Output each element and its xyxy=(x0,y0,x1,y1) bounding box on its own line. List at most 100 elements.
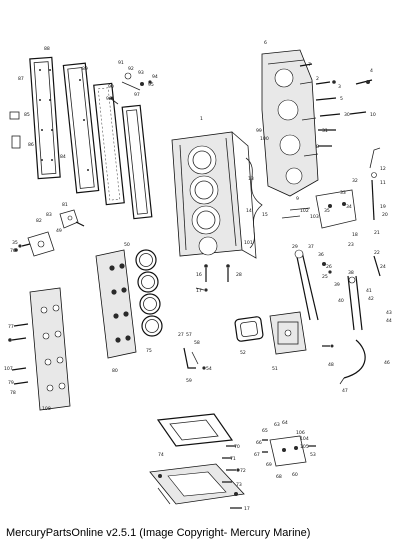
callout-76: 76 xyxy=(10,248,16,254)
callout-63: 63 xyxy=(274,422,280,428)
callout-12: 12 xyxy=(380,166,386,172)
callout-11: 11 xyxy=(380,180,386,186)
callout-31: 31 xyxy=(322,128,328,134)
exhaust-cover-gasket[interactable] xyxy=(93,82,125,206)
callout-85: 85 xyxy=(24,112,30,118)
callout-54: 54 xyxy=(206,366,212,372)
callout-20: 20 xyxy=(382,212,388,218)
callout-6: 6 xyxy=(264,40,267,46)
callout-67: 67 xyxy=(254,452,260,458)
callout-3: 3 xyxy=(338,84,341,90)
callout-5: 5 xyxy=(340,96,343,102)
right-rods[interactable] xyxy=(294,249,381,331)
callout-32: 32 xyxy=(352,178,358,184)
callout-28: 28 xyxy=(236,272,242,278)
callout-88: 88 xyxy=(44,46,50,52)
callout-27: 27 xyxy=(178,332,184,338)
callout-10: 10 xyxy=(370,112,376,118)
callout-102: 102 xyxy=(300,208,309,214)
callout-71: 71 xyxy=(230,456,236,462)
adapter-plate[interactable] xyxy=(149,463,245,505)
callout-81: 81 xyxy=(62,202,68,208)
callout-107: 107 xyxy=(4,366,13,372)
callout-77: 77 xyxy=(8,324,14,330)
callout-89: 89 xyxy=(82,66,88,72)
callout-87: 87 xyxy=(18,76,24,82)
callout-100: 100 xyxy=(260,136,269,142)
reed-block-housing[interactable] xyxy=(269,311,307,355)
callout-33: 33 xyxy=(340,190,346,196)
callout-65: 65 xyxy=(262,428,268,434)
callout-80: 80 xyxy=(112,368,118,374)
callout-51: 51 xyxy=(272,366,278,372)
callout-60: 60 xyxy=(292,472,298,478)
shift-clip[interactable] xyxy=(183,347,206,370)
water-jacket-cover[interactable] xyxy=(29,287,71,411)
callout-93: 93 xyxy=(138,70,144,76)
callout-13: 13 xyxy=(248,176,254,182)
crank-fitting[interactable] xyxy=(369,147,381,221)
callout-4: 4 xyxy=(370,68,373,74)
callout-2: 2 xyxy=(316,76,319,82)
callout-103: 103 xyxy=(310,214,319,220)
callout-64: 64 xyxy=(282,420,288,426)
callout-96: 96 xyxy=(106,96,112,102)
callout-83: 83 xyxy=(46,212,52,218)
cylinder-head-gasket-large[interactable] xyxy=(29,56,61,180)
callout-29: 29 xyxy=(292,244,298,250)
callout-19: 19 xyxy=(380,204,386,210)
callout-70: 70 xyxy=(234,444,240,450)
adapter-plate-gasket[interactable] xyxy=(156,413,234,447)
callout-30: 30 xyxy=(344,112,350,118)
callout-92: 92 xyxy=(128,66,134,72)
reed-block-gasket[interactable] xyxy=(234,316,264,342)
callout-42: 42 xyxy=(368,296,374,302)
exploded-parts-diagram: 88 87 89 90 91 92 93 94 95 96 97 86 85 8… xyxy=(4,40,392,512)
throttle-linkage-bracket[interactable] xyxy=(281,189,357,229)
callout-26: 26 xyxy=(326,264,332,270)
small-fitting-right[interactable] xyxy=(322,344,334,348)
bracket-cluster-bottom-right[interactable] xyxy=(262,435,316,467)
callout-72: 72 xyxy=(240,468,246,474)
callout-44: 44 xyxy=(386,318,392,324)
callout-25: 25 xyxy=(322,274,328,280)
callout-69: 69 xyxy=(266,462,272,468)
crankcase-cover[interactable] xyxy=(261,49,319,197)
pin-pair[interactable] xyxy=(195,264,230,292)
callout-8: 8 xyxy=(316,144,319,150)
callout-38: 38 xyxy=(348,270,354,276)
callout-79: 79 xyxy=(8,380,14,386)
callout-1: 1 xyxy=(200,116,203,122)
callout-59: 59 xyxy=(186,378,192,384)
callout-58: 58 xyxy=(194,340,200,346)
callout-24: 24 xyxy=(380,264,386,270)
callout-50: 50 xyxy=(124,242,130,248)
temperature-sensor[interactable] xyxy=(59,209,85,229)
callout-99: 99 xyxy=(256,128,262,134)
callout-23: 23 xyxy=(348,242,354,248)
head-gasket-rings[interactable] xyxy=(135,249,163,337)
bottom-bolts[interactable] xyxy=(222,445,242,509)
thermostat-housing[interactable] xyxy=(14,231,55,257)
callout-74: 74 xyxy=(158,452,164,458)
cylinder-head[interactable] xyxy=(95,249,137,359)
cover-bolts[interactable] xyxy=(8,323,29,385)
callout-97: 97 xyxy=(134,92,140,98)
exhaust-cover-outer[interactable] xyxy=(62,62,100,194)
callout-78: 78 xyxy=(10,390,16,396)
callout-35b: 35 xyxy=(12,240,18,246)
callout-57: 57 xyxy=(186,332,192,338)
callout-17: 17 xyxy=(196,288,202,294)
exhaust-divider-plate[interactable] xyxy=(121,104,153,220)
callout-17b: 17 xyxy=(244,506,250,512)
small-plate-part[interactable] xyxy=(9,111,21,149)
right-bolts-column[interactable] xyxy=(299,63,373,147)
fitting-cluster-top[interactable] xyxy=(109,72,152,105)
cylinder-block[interactable] xyxy=(171,131,257,259)
callout-15: 15 xyxy=(262,212,268,218)
callout-37: 37 xyxy=(308,244,314,250)
callout-86: 86 xyxy=(28,142,34,148)
callout-47: 47 xyxy=(342,388,348,394)
callout-34: 34 xyxy=(346,204,352,210)
fuel-hose[interactable] xyxy=(339,339,366,385)
